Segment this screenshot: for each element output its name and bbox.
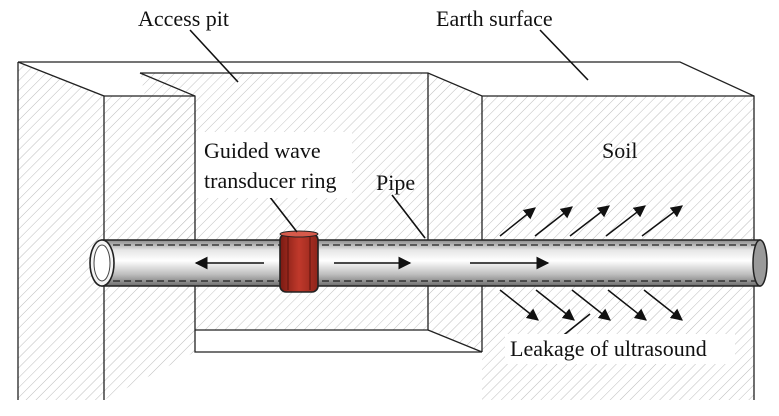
pointer-transducer [265,191,298,233]
labels: Access pit Earth surface Guided wave tra… [138,6,735,364]
pointer-earth-surface [539,29,589,81]
leakage-arrows-down [499,289,683,321]
label-soil: Soil [602,138,637,163]
label-pipe: Pipe [376,170,415,195]
leakage-arrows-up [499,205,683,237]
label-guided-wave-2: transducer ring [204,168,337,193]
pit-floor [195,330,482,352]
label-access-pit: Access pit [138,6,229,31]
pointer-access-pit [189,29,239,83]
left-soil-front [18,62,104,400]
label-pointers [189,29,591,343]
label-guided-wave-1: Guided wave [204,138,321,163]
transducer-ring [279,230,319,293]
label-leakage: Leakage of ultrasound [510,336,707,361]
label-earth-surface: Earth surface [436,6,553,31]
pipe-right-end [752,239,768,287]
pit-right-wall [428,73,482,352]
pointer-pipe [391,194,426,239]
pipe [89,239,768,287]
